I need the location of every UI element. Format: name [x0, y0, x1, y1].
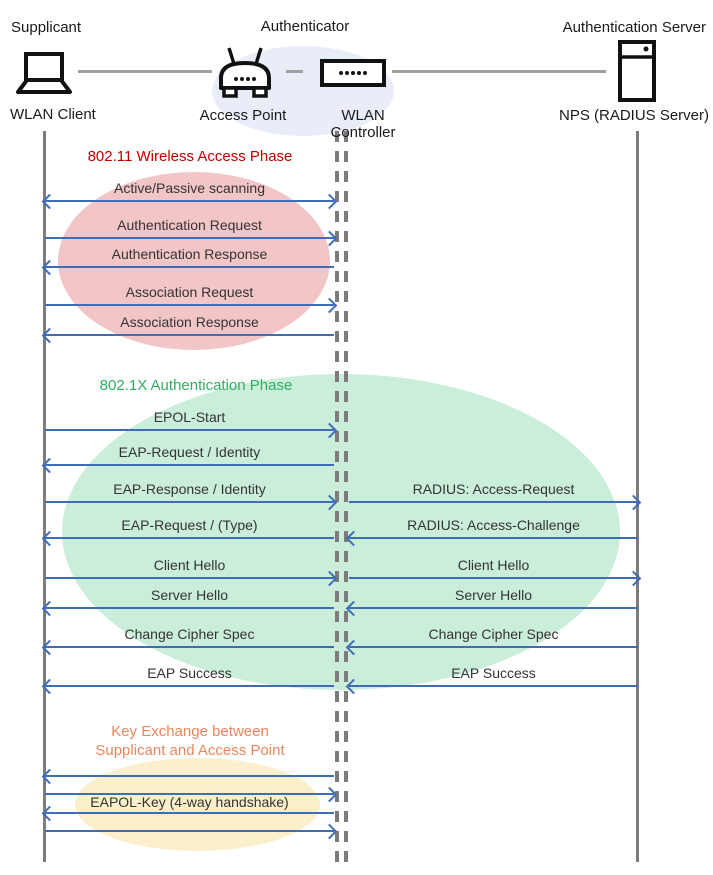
phase3-title: Key Exchange between Supplicant and Acce…: [85, 722, 295, 760]
message-label: EAP-Request / Identity: [118, 444, 261, 460]
arrow-line: [45, 266, 334, 268]
lifeline-auth-server: [636, 131, 639, 862]
message-label: Client Hello: [457, 557, 530, 573]
arrow-line: [349, 646, 638, 648]
message-label: EPOL-Start: [153, 409, 226, 425]
message-label: RADIUS: Access-Challenge: [407, 517, 580, 533]
message-label: Active/Passive scanning: [114, 180, 265, 196]
arrow-line: [45, 429, 334, 431]
device-access-point-label: Access Point: [199, 107, 287, 124]
message-label: EAPOL-Key (4-way handshake): [90, 794, 289, 810]
arrow-line: [45, 501, 334, 503]
laptop-icon: [10, 52, 78, 101]
arrow-line: [45, 334, 334, 336]
arrow-line: [45, 685, 334, 687]
lifeline-supplicant: [43, 131, 46, 862]
phase3-title-line1: Key Exchange between: [111, 723, 269, 740]
controller-box-icon: [320, 59, 386, 92]
arrow-line: [349, 685, 638, 687]
lifeline-authenticator-2: [344, 131, 348, 862]
message-label: Server Hello: [454, 587, 533, 603]
phase2-title: 802.1X Authentication Phase: [99, 377, 293, 394]
arrow-line: [45, 577, 334, 579]
actor-supplicant-label: Supplicant: [11, 19, 82, 36]
message-label: Client Hello: [153, 557, 226, 573]
arrow-line: [349, 501, 638, 503]
message-label: Authentication Response: [111, 246, 268, 262]
wireless-router-icon: [214, 46, 276, 107]
message-label: Change Cipher Spec: [428, 626, 559, 642]
device-wlan-client-label: WLAN Client: [10, 106, 96, 123]
message-label: EAP-Request / (Type): [121, 517, 258, 533]
connector-controller-server: [392, 70, 606, 73]
actor-auth-server-label: Authentication Server: [562, 19, 706, 36]
message-label: EAP Success: [147, 665, 232, 681]
lifeline-authenticator-1: [335, 131, 339, 862]
message-label: Association Response: [120, 314, 259, 330]
message-label: EAP Success: [451, 665, 536, 681]
message-label: Server Hello: [150, 587, 229, 603]
arrow-line: [45, 237, 334, 239]
arrow-line: [45, 607, 334, 609]
arrow-line: [349, 577, 638, 579]
phase2-ellipse: [62, 374, 620, 690]
device-nps-label: NPS (RADIUS Server): [558, 107, 710, 124]
connector-ap-controller: [286, 70, 303, 73]
arrow-line: [45, 200, 334, 202]
arrow-line: [45, 646, 334, 648]
arrow-line: [45, 812, 334, 814]
arrow-line: [45, 464, 334, 466]
arrow-line: [45, 537, 334, 539]
message-label: Authentication Request: [117, 217, 262, 233]
arrow-line: [45, 775, 334, 777]
phase1-title: 802.11 Wireless Access Phase: [87, 148, 293, 165]
arrow-line: [349, 607, 638, 609]
message-label: EAP-Response / Identity: [113, 481, 266, 497]
server-tower-icon: [618, 40, 656, 107]
actor-authenticator-label: Authenticator: [260, 18, 350, 35]
phase3-title-line2: Supplicant and Access Point: [95, 742, 285, 759]
device-wlan-controller-label: WLAN Controller: [330, 107, 396, 141]
arrow-line: [45, 830, 334, 832]
arrow-line: [45, 304, 334, 306]
phase3-ellipse: [75, 758, 320, 851]
arrow-line: [349, 537, 638, 539]
connector-client-ap: [78, 70, 212, 73]
arrow-line: [45, 793, 334, 795]
message-label: Change Cipher Spec: [124, 626, 255, 642]
message-label: Association Request: [125, 284, 254, 300]
message-label: RADIUS: Access-Request: [412, 481, 575, 497]
